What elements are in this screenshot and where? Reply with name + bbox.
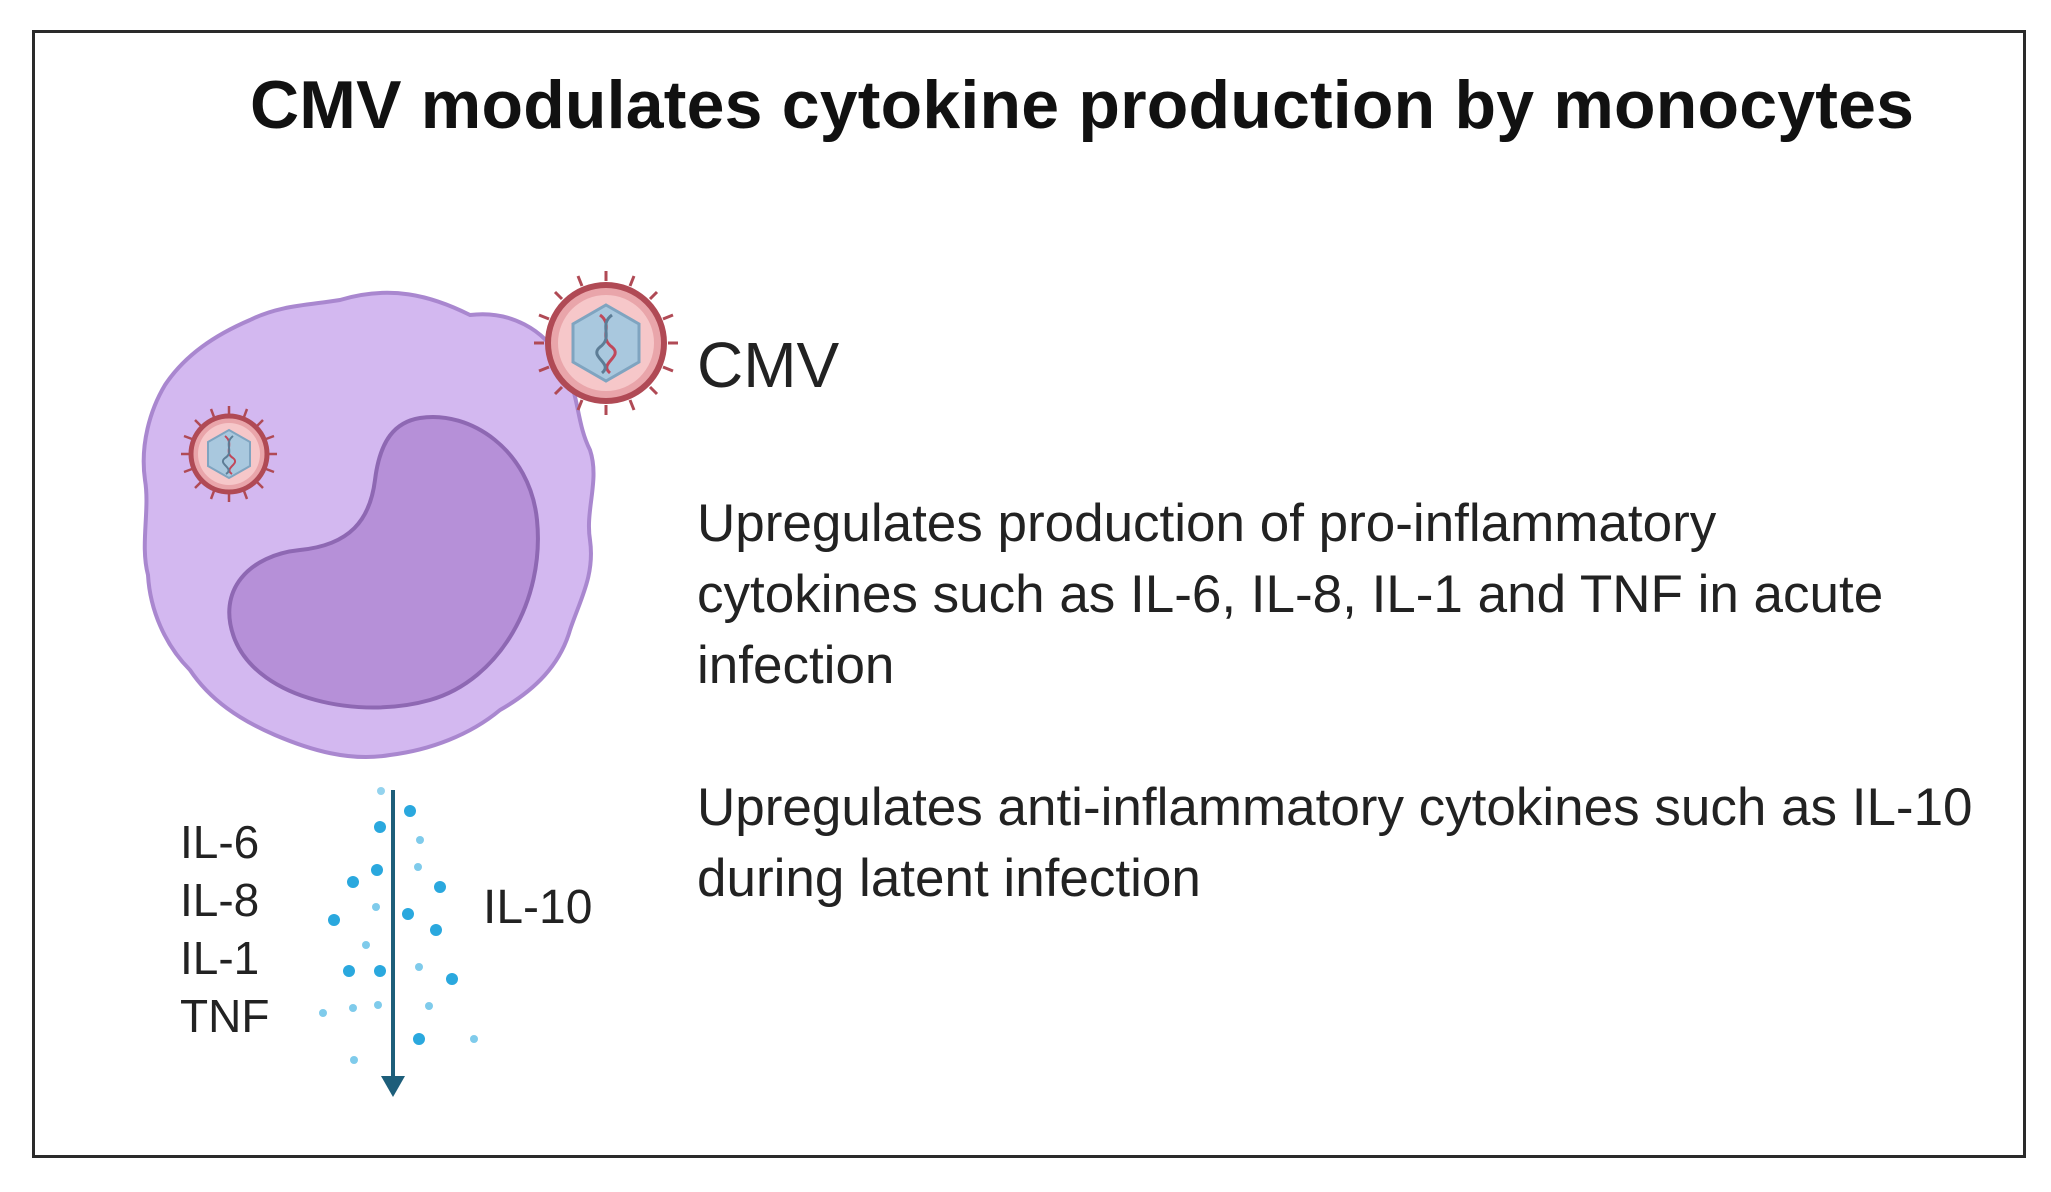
cytokine-il8: IL-8 xyxy=(180,874,260,926)
cmv-virus-icon xyxy=(534,271,678,415)
pro-inflammatory-description: Upregulates production of pro-inflammato… xyxy=(697,494,1884,695)
secretion-arrow-icon xyxy=(381,790,405,1097)
cytokine-il6: IL-6 xyxy=(180,816,260,868)
internal-cmv-virus-icon xyxy=(181,406,277,502)
pro-inflammatory-cytokine-list: IL-6 IL-8 IL-1 TNF xyxy=(180,813,269,1045)
cytokine-dots xyxy=(319,787,478,1064)
cmv-label: CMV xyxy=(697,329,840,401)
anti-inflammatory-cytokine-label: IL-10 xyxy=(483,881,593,934)
cytokine-tnf: TNF xyxy=(180,990,270,1042)
nucleus-icon xyxy=(227,415,540,710)
anti-inflammatory-description: Upregulates anti-inflammatory cytokines … xyxy=(697,778,1973,908)
diagram-title: CMV modulates cytokine production by mon… xyxy=(250,67,1915,143)
cytokine-il1: IL-1 xyxy=(180,932,260,984)
